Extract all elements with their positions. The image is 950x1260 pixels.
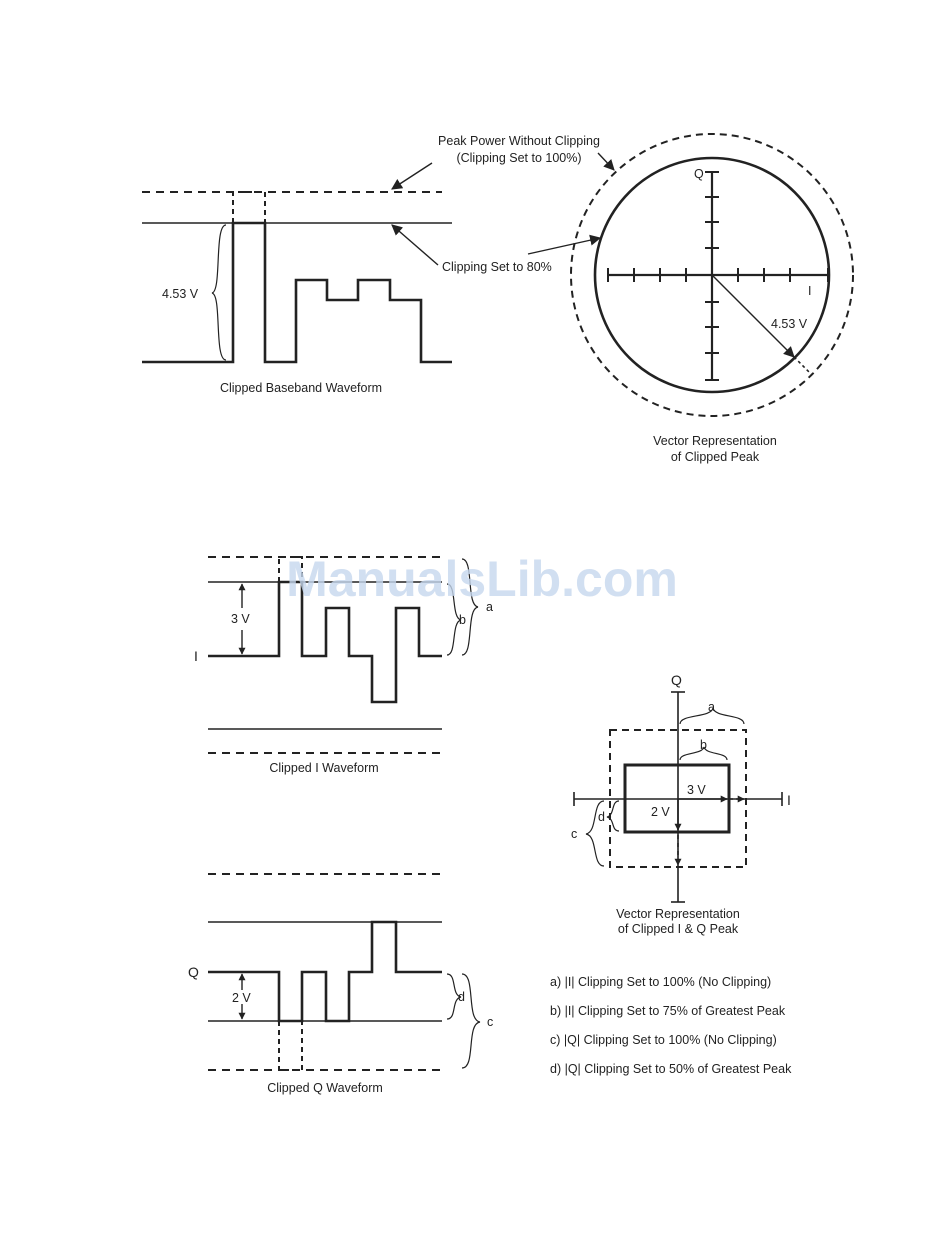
iq-brace-a-label: a — [708, 700, 715, 714]
q-brace-d — [446, 973, 462, 1020]
legend-item-a: a) |I| Clipping Set to 100% (No Clipping… — [550, 975, 771, 989]
iq-3v-label: 3 V — [687, 783, 706, 797]
clipping-80-label: Clipping Set to 80% — [442, 260, 552, 274]
i-waveform-group — [208, 556, 479, 754]
vector-voltage-label: 4.53 V — [771, 317, 808, 331]
iq-caption-line1: Vector Representation — [616, 907, 740, 921]
iq-brace-a — [679, 707, 745, 725]
iq-brace-c — [585, 800, 605, 867]
vector-magnitude-arrow — [711, 274, 795, 358]
q-voltage-label: 2 V — [232, 991, 251, 1005]
iq-brace-d — [606, 800, 620, 832]
peak-power-label: Peak Power Without Clipping — [438, 134, 600, 148]
clipping-80-to-circle-arrow — [527, 234, 602, 255]
legend-item-d: d) |Q| Clipping Set to 50% of Greatest P… — [550, 1062, 792, 1076]
iq-q-label: Q — [671, 672, 682, 688]
q-axis-ticks — [705, 171, 719, 381]
q-waveform-caption: Clipped Q Waveform — [267, 1081, 383, 1095]
vector-i-label: I — [808, 284, 811, 298]
peak-power-sublabel: (Clipping Set to 100%) — [456, 151, 581, 165]
clipping-80-arrow — [391, 224, 439, 266]
vector-caption-line2: of Clipped Peak — [671, 450, 760, 464]
baseband-voltage-label: 4.53 V — [162, 287, 199, 301]
legend-item-c: c) |Q| Clipping Set to 100% (No Clipping… — [550, 1033, 777, 1047]
baseband-caption: Clipped Baseband Waveform — [220, 381, 382, 395]
peak-power-dashed-circle — [570, 133, 854, 417]
iq-brace-b — [679, 746, 728, 761]
i-brace-a-label: a — [486, 600, 493, 614]
iq-vector-group — [573, 691, 783, 903]
unclipped-peak-dashed — [232, 191, 266, 223]
iq-brace-d-label: d — [598, 810, 605, 824]
iq-brace-b-label: b — [700, 738, 707, 752]
i-axis-label: I — [194, 648, 198, 664]
i-brace-a — [461, 558, 479, 656]
q-brace-c — [461, 973, 481, 1069]
i-brace-b — [446, 583, 462, 656]
i-unclipped-peak-dashed — [278, 556, 303, 582]
vector-caption-line1: Vector Representation — [653, 434, 777, 448]
q-brace-d-label: d — [458, 990, 465, 1004]
iq-i-label: I — [787, 792, 791, 808]
q-axis-label: Q — [188, 964, 199, 980]
iq-brace-c-label: c — [571, 827, 577, 841]
baseband-waveform-group — [142, 152, 615, 364]
legend-item-b: b) |I| Clipping Set to 75% of Greatest P… — [550, 1004, 786, 1018]
vector-circle-group — [570, 133, 854, 417]
vector-magnitude-dashed-extension — [793, 356, 813, 376]
peak-power-arrow — [391, 162, 433, 190]
i-brace-b-label: b — [459, 613, 466, 627]
legend: a) |I| Clipping Set to 100% (No Clipping… — [550, 975, 792, 1076]
voltage-brace-4-53 — [211, 224, 227, 361]
iq-caption-line2: of Clipped I & Q Peak — [618, 922, 739, 936]
clipped-baseband-trace — [142, 221, 452, 364]
peak-to-dashed-circle-arrow — [597, 152, 615, 171]
watermark: ManualsLib.com — [286, 551, 678, 607]
q-brace-c-label: c — [487, 1015, 493, 1029]
vector-q-label: Q — [694, 167, 704, 181]
iq-2v-label: 2 V — [651, 805, 670, 819]
clipped-i-trace — [208, 580, 442, 704]
q-unclipped-trough-dashed — [278, 1021, 303, 1071]
i-voltage-label: 3 V — [231, 612, 250, 626]
clipped-q-trace — [208, 920, 442, 1023]
q-waveform-group — [208, 873, 481, 1071]
i-axis-ticks — [607, 268, 829, 282]
i-waveform-caption: Clipped I Waveform — [269, 761, 378, 775]
